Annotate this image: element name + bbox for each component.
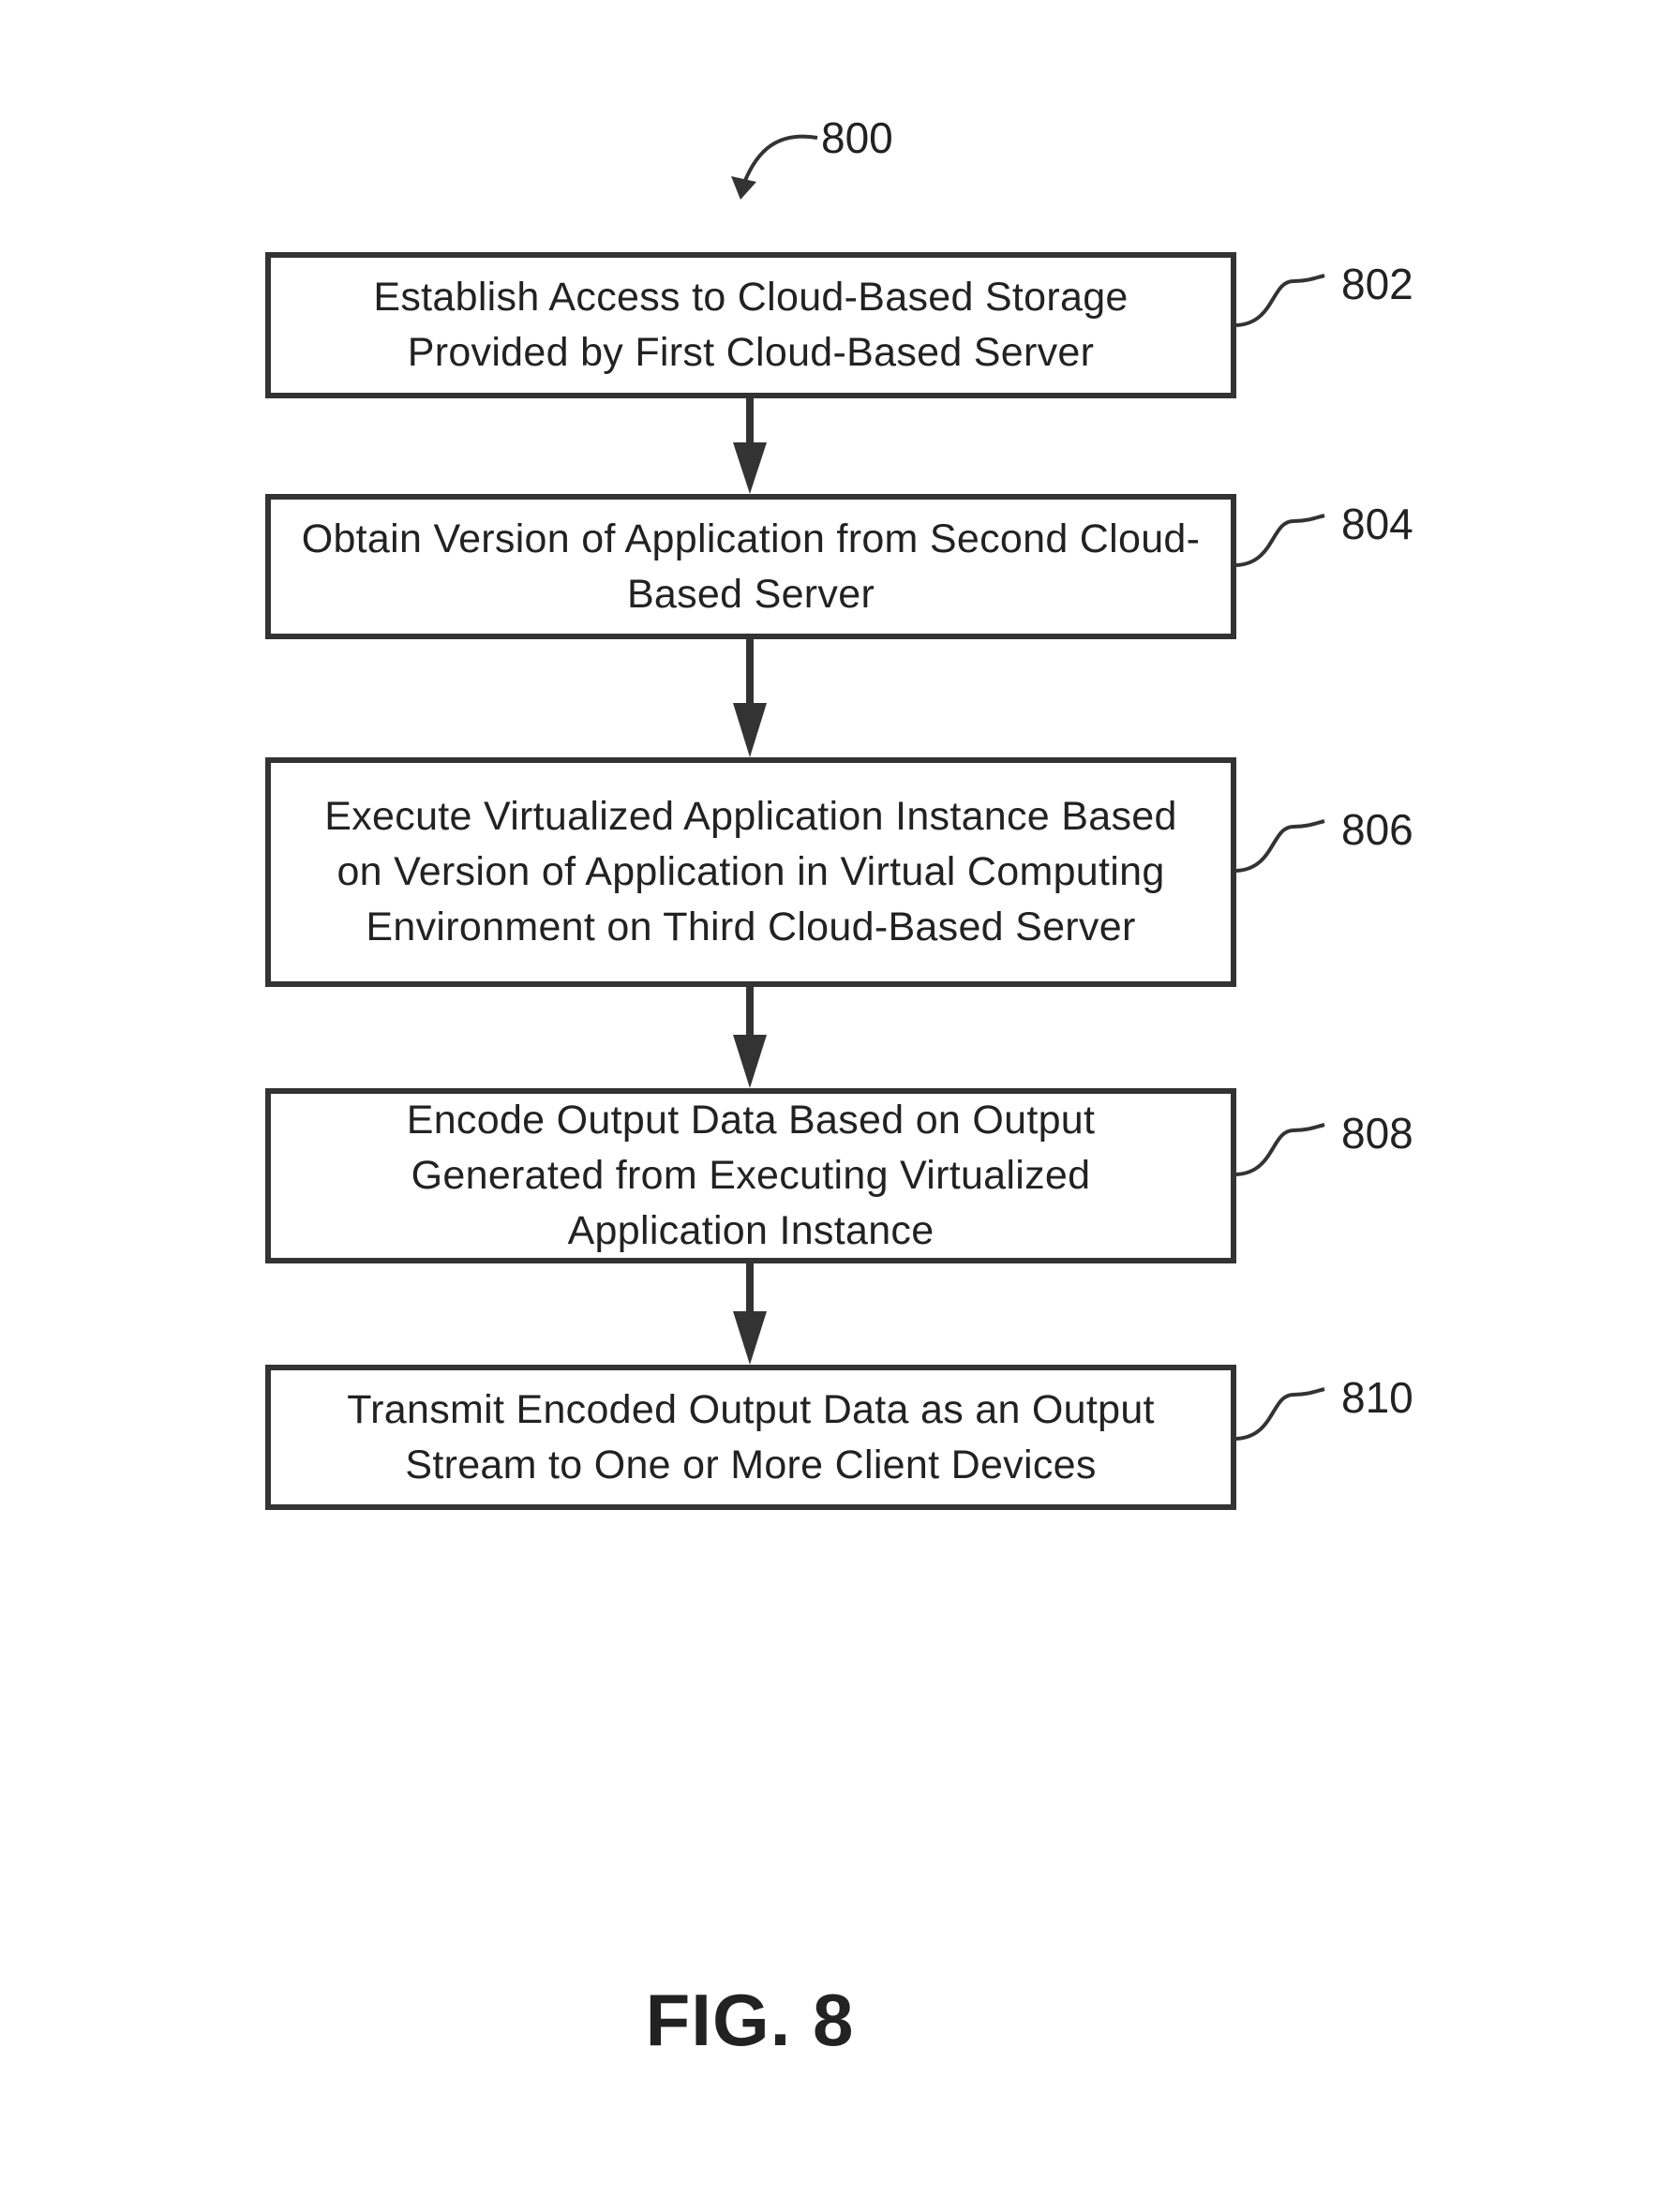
ref-leader-804 — [1236, 516, 1324, 565]
ref-label-806: 806 — [1341, 808, 1413, 851]
ref-leader-810 — [1236, 1389, 1324, 1439]
step-text-804: Obtain Version of Application from Secon… — [297, 512, 1204, 622]
ref-label-802: 802 — [1341, 262, 1413, 306]
connector-808-810 — [733, 1263, 767, 1365]
step-box-802: Establish Access to Cloud-Based Storage … — [265, 252, 1236, 398]
step-box-806: Execute Virtualized Application Instance… — [265, 757, 1236, 987]
ref-leader-806 — [1236, 821, 1324, 871]
step-text-810: Transmit Encoded Output Data as an Outpu… — [290, 1382, 1212, 1493]
ref-label-810: 810 — [1341, 1376, 1413, 1419]
step-box-810: Transmit Encoded Output Data as an Outpu… — [265, 1365, 1236, 1510]
connector-802-804 — [733, 398, 767, 494]
connector-806-808 — [733, 987, 767, 1088]
step-box-804: Obtain Version of Application from Secon… — [265, 494, 1236, 639]
connector-804-806 — [733, 639, 767, 757]
figure-caption: FIG. 8 — [0, 1978, 1500, 2063]
ref-leader-808 — [1236, 1125, 1324, 1174]
ref-leader-802 — [1236, 276, 1324, 325]
ref-label-804: 804 — [1341, 502, 1413, 546]
step-text-802: Establish Access to Cloud-Based Storage … — [297, 270, 1204, 381]
step-box-808: Encode Output Data Based on Output Gener… — [265, 1088, 1236, 1263]
step-text-808: Encode Output Data Based on Output Gener… — [355, 1093, 1146, 1259]
figure-number-label: 800 — [821, 116, 893, 159]
step-text-806: Execute Virtualized Application Instance… — [323, 789, 1178, 955]
figure-pointer-leader — [744, 137, 817, 183]
figure-pointer-arrowhead — [731, 176, 756, 200]
ref-label-808: 808 — [1341, 1112, 1413, 1155]
